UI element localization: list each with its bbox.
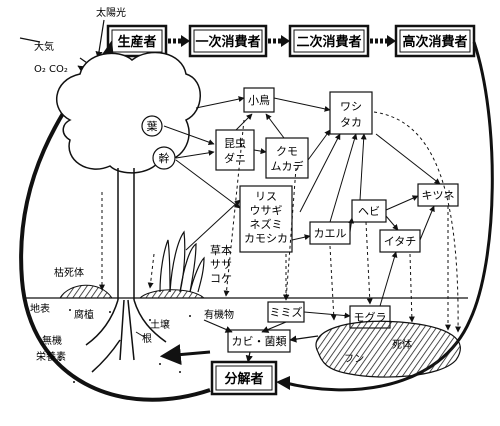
- fungi-box: カビ・菌類: [227, 329, 291, 353]
- carcass-label: 死体: [392, 339, 412, 351]
- snake-label: ヘビ: [358, 205, 380, 218]
- sunlight-label: 太陽光: [96, 6, 126, 19]
- tree-illustration: [56, 51, 201, 373]
- trunk-node: 幹: [152, 146, 176, 170]
- spider-box: クモ ムカデ: [265, 137, 309, 179]
- grass-label-1: 草本: [210, 243, 232, 257]
- trunk-label: 幹: [159, 151, 170, 165]
- primary-consumer-label: 一次消費者: [195, 34, 260, 50]
- frog-label: カエル: [314, 227, 347, 240]
- weasel-box: イタチ: [379, 229, 421, 253]
- leaf-node: 葉: [141, 115, 163, 137]
- carcass-mound: [315, 320, 461, 378]
- higher-consumer-box: 高次消費者: [394, 24, 476, 58]
- hawk-box: ワシ タカ: [329, 91, 373, 135]
- humus-label: 腐植: [74, 308, 94, 321]
- gas-label: O₂ CO₂: [34, 64, 68, 75]
- decomposition-arrows: [99, 111, 462, 333]
- snake-box: ヘビ: [351, 199, 387, 223]
- leaf-label: 葉: [147, 119, 158, 133]
- hawk-label-2: タカ: [340, 116, 362, 129]
- fox-box: キツネ: [417, 183, 459, 207]
- secondary-consumer-box: 二次消費者: [288, 24, 370, 58]
- insects-label-1: 昆虫: [224, 137, 246, 150]
- small-mammals-box: リス ウサギ ネズミ カモシカ: [239, 185, 293, 253]
- producer-label: 生産者: [117, 34, 156, 50]
- grass-label-3: コケ: [210, 272, 232, 285]
- inorganic-label-1: 無機: [42, 334, 62, 347]
- insects-label-2: ダニ: [224, 151, 246, 165]
- fox-label: キツネ: [422, 189, 455, 202]
- root-label: 根: [142, 332, 152, 345]
- primary-consumer-box: 一次消費者: [188, 24, 268, 58]
- decomposer-label: 分解者: [224, 371, 263, 387]
- leaf-litter-mound: [59, 284, 113, 299]
- small-mammals-label-4: カモシカ: [244, 232, 288, 245]
- soil-label: 土壌: [150, 318, 170, 331]
- small-bird-label: 小鳥: [248, 93, 270, 107]
- spider-label-2: ムカデ: [271, 159, 304, 173]
- hawk-label-1: ワシ: [340, 100, 362, 113]
- small-bird-box: 小鳥: [243, 87, 275, 113]
- grass-mound: [138, 289, 206, 299]
- tree-roots: [85, 299, 167, 373]
- higher-consumer-label: 高次消費者: [402, 34, 467, 50]
- grass-label-2: ササ: [210, 258, 232, 271]
- secondary-consumer-label: 二次消費者: [296, 34, 361, 50]
- earthworm-label: ミミズ: [270, 305, 303, 319]
- ground-surface: [26, 284, 468, 378]
- weasel-label: イタチ: [384, 235, 417, 248]
- earthworm-box: ミミズ: [267, 301, 305, 323]
- food-chain-row: 生産者 一次消費者 二次消費者 高次消費者: [106, 24, 476, 58]
- organic-matter-label: 有機物: [204, 308, 234, 321]
- tree-canopy: [56, 51, 201, 174]
- surface-label: 地表: [30, 302, 50, 315]
- chain-arrows: [168, 35, 396, 47]
- producer-box: 生産者: [106, 24, 168, 58]
- decomposer-box: 分解者: [210, 360, 278, 396]
- small-mammals-label-1: リス: [255, 190, 277, 203]
- decomposer-arrows: [159, 319, 319, 366]
- mole-label: モグラ: [354, 310, 387, 324]
- air-label: 大気: [34, 40, 54, 53]
- tree-trunk: [117, 168, 135, 300]
- food-web-arrows: [163, 96, 441, 319]
- spider-label-1: クモ: [276, 145, 298, 158]
- insects-box: 昆虫 ダニ: [215, 129, 255, 171]
- inorganic-label-2: 栄養素: [36, 350, 66, 363]
- grass-illustration: [159, 230, 205, 293]
- fungi-label: カビ・菌類: [232, 335, 287, 348]
- small-mammals-label-3: ネズミ: [250, 217, 283, 231]
- dead-trees-label: 枯死体: [54, 266, 84, 279]
- small-mammals-label-2: ウサギ: [250, 204, 283, 217]
- feces-label: フン: [344, 354, 364, 365]
- frog-box: カエル: [309, 221, 351, 245]
